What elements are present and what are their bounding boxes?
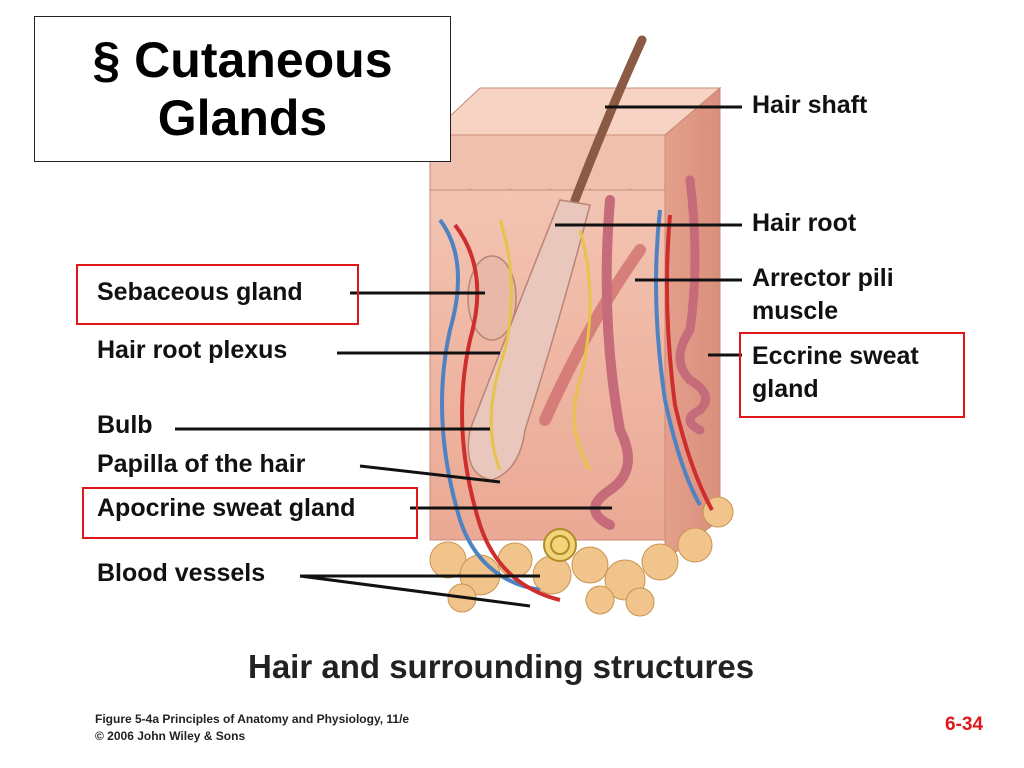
label-sebaceous-gland: Sebaceous gland	[97, 278, 303, 306]
label-hair-root: Hair root	[752, 209, 857, 237]
sebaceous-highlight-box	[76, 264, 359, 325]
figure-credit: Figure 5-4a Principles of Anatomy and Ph…	[95, 711, 409, 745]
slide-number: 6-34	[945, 714, 984, 735]
label-bulb: Bulb	[97, 411, 153, 439]
label-eccrine-sweat-gland: Eccrine sweat gland	[752, 342, 919, 403]
apocrine-highlight-box	[82, 487, 418, 539]
label-blood-vessels: Blood vessels	[97, 559, 266, 587]
credit-line-1: Figure 5-4a Principles of Anatomy and Ph…	[95, 712, 410, 726]
label-hair-shaft: Hair shaft	[752, 91, 868, 119]
label-hair-root-plexus: Hair root plexus	[97, 336, 288, 364]
label-arrector-pili-muscle: Arrector pili muscle	[752, 264, 894, 325]
slide-title: § Cutaneous Glands	[92, 32, 393, 146]
label-apocrine-sweat-gland: Apocrine sweat gland	[97, 494, 356, 522]
credit-line-2: © 2006 John Wiley & Sons	[95, 729, 246, 743]
label-papilla-of-hair: Papilla of the hair	[97, 450, 306, 478]
title-box: § Cutaneous Glands	[34, 16, 451, 162]
eccrine-highlight-box	[739, 332, 965, 418]
figure-caption: Hair and surrounding structures	[248, 648, 755, 685]
